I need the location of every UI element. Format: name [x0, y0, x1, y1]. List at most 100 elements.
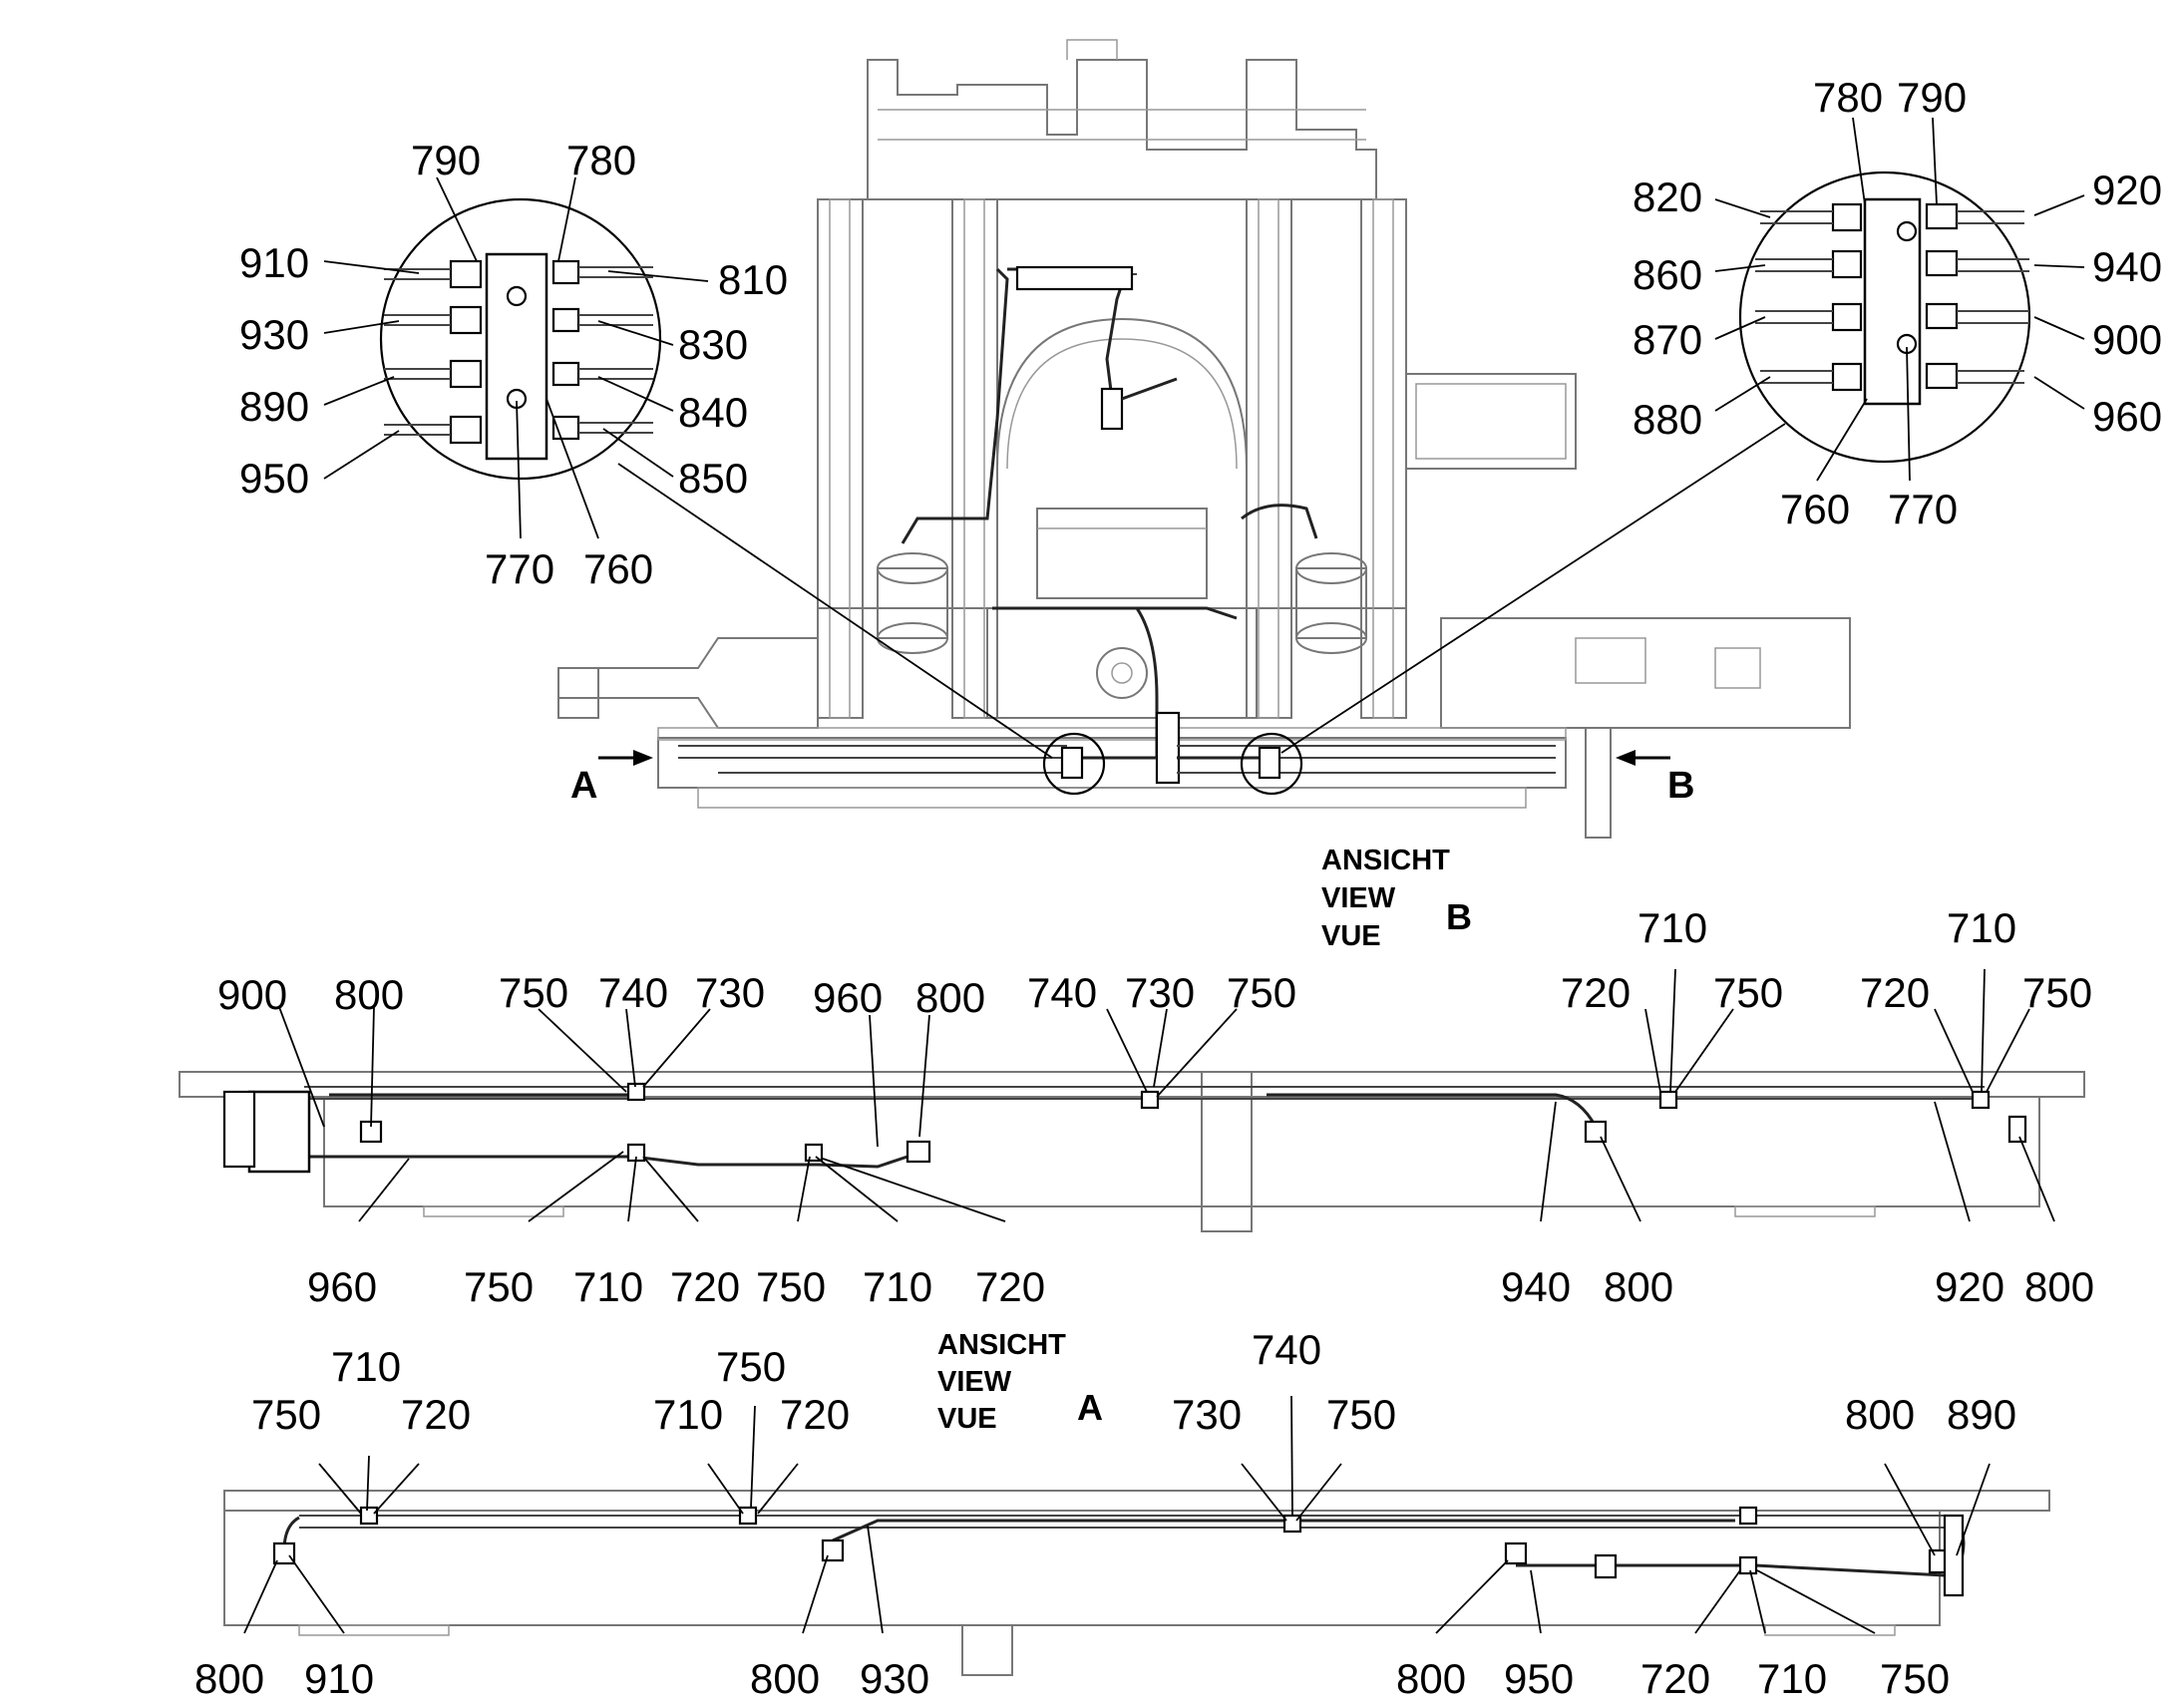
- callout-number: 750: [2022, 969, 2092, 1016]
- callout-number: 950: [1504, 1655, 1574, 1702]
- callouts-view-b: 900 800 750 740 730 960 800 740 730 750 …: [217, 904, 2094, 1310]
- callout-number: 910: [304, 1655, 374, 1702]
- view-a-drawing: [223, 1490, 2050, 1676]
- callout-number: 740: [1252, 1326, 1321, 1373]
- callout-number: 920: [1935, 1263, 2004, 1310]
- callout-number: 750: [1326, 1391, 1396, 1438]
- callout-number: 780: [1813, 74, 1883, 121]
- callout-number: 800: [750, 1655, 820, 1702]
- callout-number: 820: [1633, 173, 1702, 220]
- view-a-leaders: [243, 1395, 1991, 1634]
- callout-number: 900: [217, 971, 287, 1018]
- callout-number: 770: [485, 545, 554, 592]
- callout-number: 920: [2092, 167, 2162, 213]
- right-detail-fittings: [1755, 202, 2029, 392]
- callout-number: 750: [464, 1263, 534, 1310]
- callout-number: 960: [813, 974, 883, 1021]
- left-detail-leaders: [323, 176, 709, 539]
- callouts-view-a: 710 750 720 750 710 720 740 730 750 800 …: [194, 1326, 2016, 1702]
- view-arrow-b: B: [1616, 750, 1694, 807]
- view-b-leaders: [278, 968, 2055, 1222]
- callout-number: 720: [1561, 969, 1631, 1016]
- callouts-detail-right: 780 790 820 920 860 940 870 900 880 960 …: [1633, 74, 2162, 532]
- callout-number: 790: [1897, 74, 1967, 121]
- callout-number: 750: [499, 969, 568, 1016]
- callout-number: 750: [1227, 969, 1296, 1016]
- callouts-detail-left: 790 780 910 810 930 830 890 840 950 850 …: [239, 137, 788, 592]
- callout-number: 720: [670, 1263, 740, 1310]
- view-b-vue: VUE: [1321, 920, 1381, 952]
- callout-number: 720: [401, 1391, 471, 1438]
- callout-number: 930: [239, 311, 309, 358]
- callout-number: 710: [331, 1343, 401, 1390]
- callout-number: 880: [1633, 396, 1702, 443]
- callout-number: 740: [1027, 969, 1097, 1016]
- callout-number: 800: [1845, 1391, 1915, 1438]
- view-a-ansicht: ANSICHT: [937, 1329, 1066, 1361]
- callout-number: 720: [780, 1391, 850, 1438]
- callout-number: 810: [718, 256, 788, 303]
- callout-number: 750: [251, 1391, 321, 1438]
- view-arrow-b-label: B: [1667, 765, 1694, 807]
- callout-number: 940: [1501, 1263, 1571, 1310]
- detail-left: [379, 197, 1053, 759]
- callout-number: 710: [863, 1263, 932, 1310]
- callout-number: 910: [239, 239, 309, 286]
- callout-number: 710: [653, 1391, 723, 1438]
- callout-number: 780: [566, 137, 636, 183]
- callout-number: 790: [411, 137, 481, 183]
- callout-number: 720: [1860, 969, 1930, 1016]
- callout-number: 950: [239, 455, 309, 502]
- callout-number: 710: [1757, 1655, 1827, 1702]
- callout-number: 710: [1947, 904, 2016, 951]
- callout-number: 710: [1637, 904, 1707, 951]
- callout-number: 890: [239, 383, 309, 430]
- callout-number: 860: [1633, 251, 1702, 298]
- callout-number: 720: [975, 1263, 1045, 1310]
- callout-number: 720: [1640, 1655, 1710, 1702]
- machine-frame-assembly: [557, 39, 1851, 839]
- callout-number: 750: [756, 1263, 826, 1310]
- view-a-letter: A: [1077, 1387, 1103, 1428]
- callout-number: 960: [2092, 393, 2162, 440]
- callout-number: 870: [1633, 316, 1702, 363]
- callout-number: 800: [194, 1655, 264, 1702]
- callout-number: 900: [2092, 316, 2162, 363]
- callout-number: 800: [1396, 1655, 1466, 1702]
- callout-number: 830: [678, 321, 748, 368]
- callout-number: 850: [678, 455, 748, 502]
- callout-number: 800: [1604, 1263, 1673, 1310]
- view-b-letter: B: [1446, 896, 1472, 937]
- callout-number: 800: [2024, 1263, 2094, 1310]
- callout-number: 760: [583, 545, 653, 592]
- callout-number: 750: [716, 1343, 786, 1390]
- callout-number: 730: [1125, 969, 1195, 1016]
- right-detail-leaders: [1714, 117, 2085, 482]
- view-b-view: VIEW: [1321, 882, 1396, 914]
- view-a-view: VIEW: [937, 1366, 1012, 1398]
- callout-number: 740: [598, 969, 668, 1016]
- callout-number: 710: [573, 1263, 643, 1310]
- view-arrow-a: A: [570, 750, 653, 807]
- callout-number: 800: [334, 971, 404, 1018]
- callout-number: 890: [1947, 1391, 2016, 1438]
- callout-number: 750: [1713, 969, 1783, 1016]
- callout-number: 800: [915, 974, 985, 1021]
- view-a-title: ANSICHT VIEW VUE A: [937, 1329, 1103, 1435]
- callout-number: 930: [860, 1655, 929, 1702]
- view-arrow-a-label: A: [570, 765, 597, 807]
- view-b-title: ANSICHT VIEW VUE B: [1321, 845, 1472, 952]
- callout-number: 750: [1880, 1655, 1950, 1702]
- callout-number: 840: [678, 389, 748, 436]
- detail-right: [1280, 171, 2031, 754]
- callout-number: 730: [1172, 1391, 1242, 1438]
- left-detail-fittings: [384, 259, 653, 445]
- callout-number: 730: [695, 969, 765, 1016]
- callout-number: 770: [1888, 486, 1958, 532]
- view-a-vue: VUE: [937, 1403, 997, 1435]
- callout-number: 940: [2092, 243, 2162, 290]
- callout-number: 960: [307, 1263, 377, 1310]
- view-b-drawing: [179, 1071, 2085, 1232]
- callout-number: 760: [1780, 486, 1850, 532]
